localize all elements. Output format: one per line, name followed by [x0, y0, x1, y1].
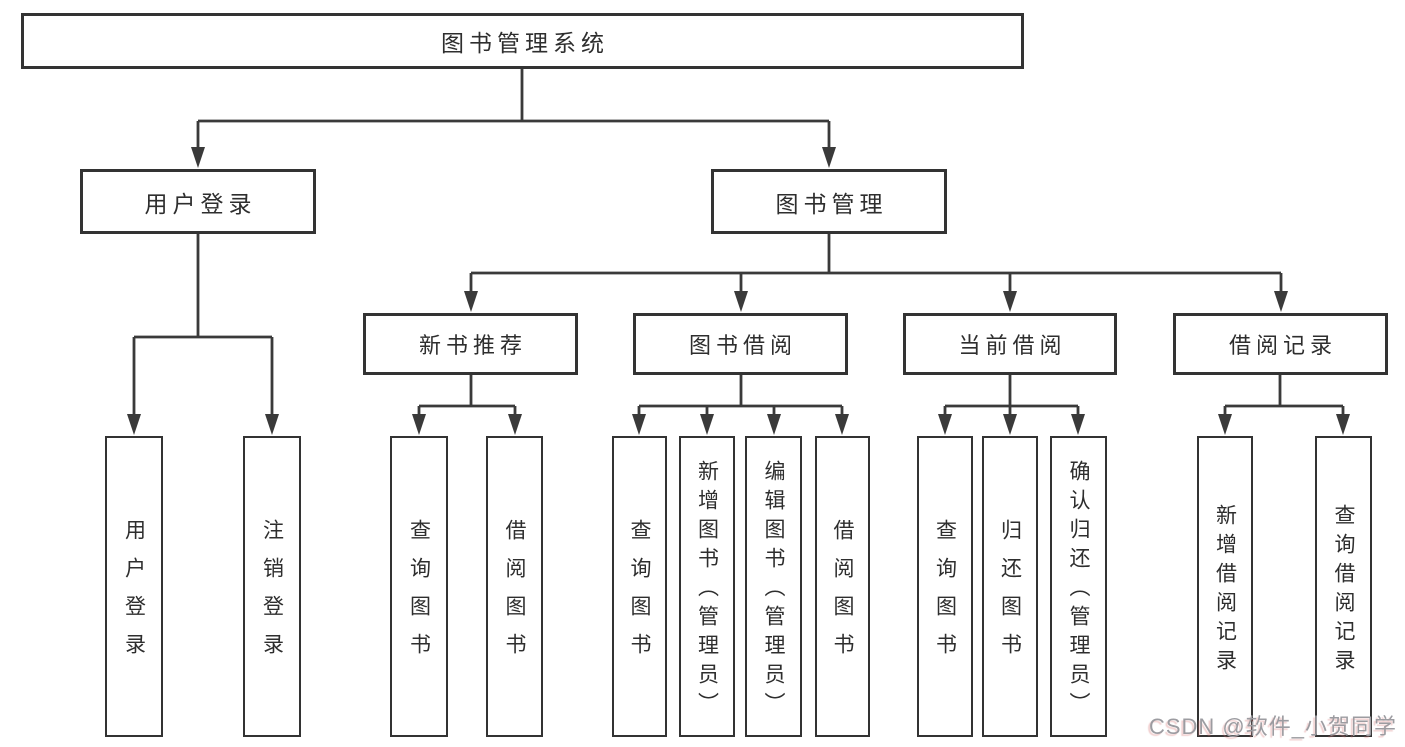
leaf-query-borrow-record: 查询借阅记录: [1315, 436, 1372, 737]
leaf-label: 新增借阅记录: [1213, 503, 1237, 678]
leaf-label: 新增图书（管理员）: [695, 460, 719, 721]
leaf-borrow-books-recommend: 借阅图书: [486, 436, 543, 737]
node-user-login: 用户登录: [80, 169, 316, 234]
node-library-management-system: 图书管理系统: [21, 13, 1024, 69]
leaf-label: 用户登录: [122, 518, 146, 671]
node-book-management: 图书管理: [711, 169, 947, 234]
leaf-query-books-recommend: 查询图书: [390, 436, 448, 737]
leaf-query-books-borrowing: 查询图书: [612, 436, 667, 737]
leaf-user-login: 用户登录: [105, 436, 163, 737]
leaf-add-borrow-record: 新增借阅记录: [1197, 436, 1253, 737]
node-label: 用户登录: [144, 190, 257, 217]
node-new-book-recommendation: 新书推荐: [363, 313, 578, 375]
leaf-edit-book-admin: 编辑图书（管理员）: [745, 436, 802, 737]
leaf-add-book-admin: 新增图书（管理员）: [679, 436, 735, 737]
leaf-label: 注销登录: [260, 518, 284, 671]
node-borrowing-records: 借阅记录: [1173, 313, 1388, 375]
leaf-label: 查询借阅记录: [1332, 503, 1355, 678]
leaf-borrow-books-borrowing: 借阅图书: [815, 436, 870, 737]
csdn-watermark: CSDN @软件_小贺同学: [1149, 709, 1397, 741]
node-label: 图书管理系统: [441, 30, 609, 56]
leaf-label: 归还图书: [998, 518, 1022, 671]
leaf-confirm-return-admin: 确认归还（管理员）: [1050, 436, 1107, 737]
node-label: 新书推荐: [418, 333, 527, 358]
leaf-label: 借阅图书: [503, 518, 526, 671]
leaf-label: 借阅图书: [831, 518, 854, 671]
leaf-query-books-current: 查询图书: [917, 436, 973, 737]
leaf-label: 查询图书: [407, 518, 431, 671]
leaf-return-book: 归还图书: [982, 436, 1038, 737]
node-label: 图书管理: [775, 190, 888, 217]
node-label: 图书借阅: [688, 333, 797, 358]
node-book-borrowing: 图书借阅: [633, 313, 848, 375]
leaf-logout: 注销登录: [243, 436, 301, 737]
leaf-label: 查询图书: [933, 518, 957, 671]
leaf-label: 确认归还（管理员）: [1067, 460, 1090, 721]
node-label: 借阅记录: [1228, 333, 1337, 358]
leaf-label: 查询图书: [628, 518, 651, 671]
node-current-borrowing: 当前借阅: [903, 313, 1117, 375]
node-label: 当前借阅: [958, 333, 1067, 358]
watermark-text: CSDN @软件_小贺同学: [1148, 714, 1397, 739]
leaf-label: 编辑图书（管理员）: [762, 460, 785, 721]
